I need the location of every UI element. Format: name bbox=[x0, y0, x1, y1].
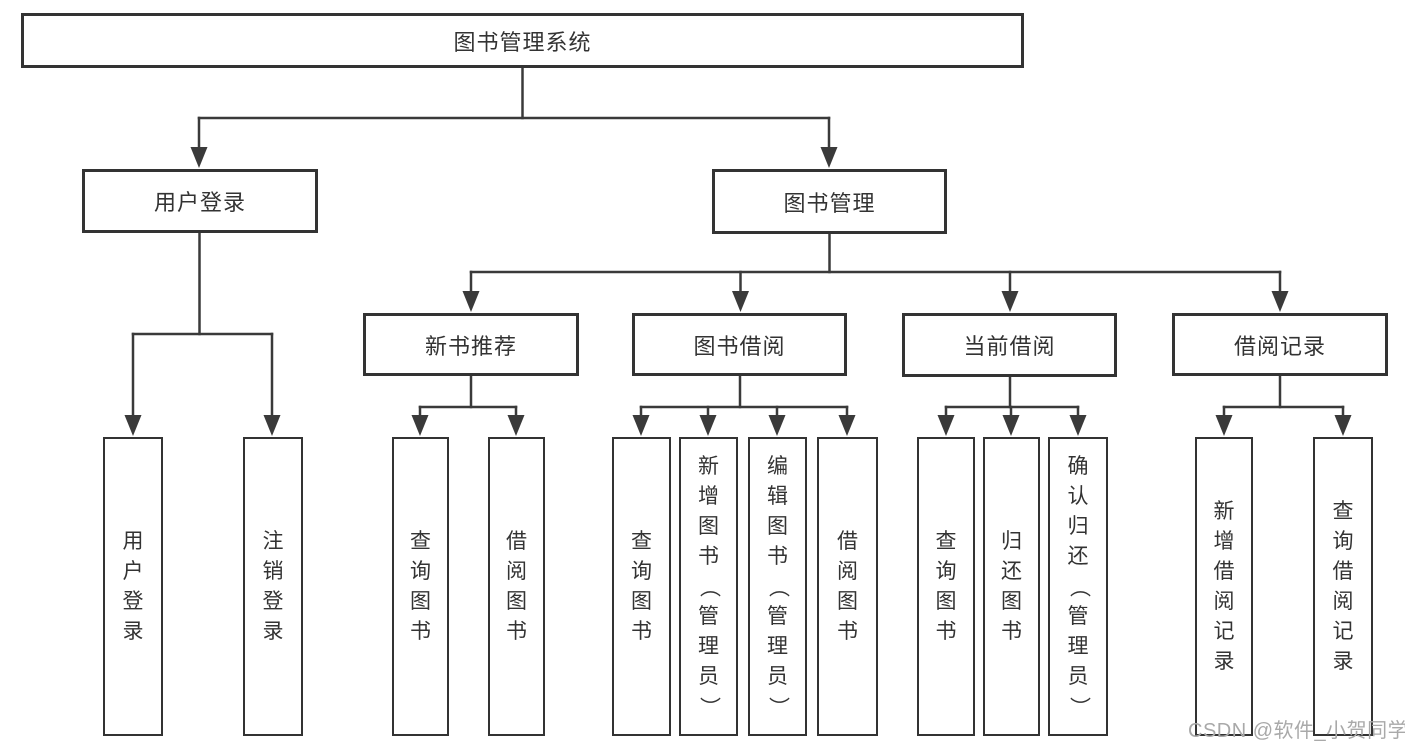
leaf-query-books: 查询图书 bbox=[612, 437, 671, 736]
leaf-label: 查询借阅记录 bbox=[1332, 499, 1354, 673]
leaf-label: 归还图书 bbox=[1001, 529, 1022, 643]
leaf-query-books: 查询图书 bbox=[917, 437, 975, 736]
leaf-query-borrowing-record: 查询借阅记录 bbox=[1313, 437, 1373, 736]
leaf-label: 查询图书 bbox=[631, 529, 652, 643]
leaf-logout: 注销登录 bbox=[243, 437, 303, 736]
leaf-add-borrowing-record: 新增借阅记录 bbox=[1195, 437, 1253, 736]
node-new-book-recommendation: 新书推荐 bbox=[363, 313, 579, 376]
leaf-add-books-admin: 新增图书（管理员） bbox=[679, 437, 738, 736]
leaf-label: 新增图书（管理员） bbox=[697, 454, 721, 718]
leaf-label: 查询图书 bbox=[410, 529, 431, 643]
node-borrowing-records: 借阅记录 bbox=[1172, 313, 1388, 376]
leaf-label: 查询图书 bbox=[935, 529, 957, 643]
leaf-return-books: 归还图书 bbox=[983, 437, 1040, 736]
node-current-borrowing: 当前借阅 bbox=[902, 313, 1117, 377]
node-user-login: 用户登录 bbox=[82, 169, 318, 233]
node-book-management: 图书管理 bbox=[712, 169, 947, 234]
leaf-borrow-books: 借阅图书 bbox=[488, 437, 545, 736]
csdn-watermark: CSDN @软件_小贺同学 bbox=[1188, 720, 1405, 742]
leaf-borrow-books: 借阅图书 bbox=[817, 437, 878, 736]
leaf-label: 借阅图书 bbox=[506, 529, 527, 643]
leaf-query-books: 查询图书 bbox=[392, 437, 449, 736]
leaf-label: 确认归还（管理员） bbox=[1067, 454, 1090, 718]
leaf-label: 借阅图书 bbox=[837, 529, 858, 643]
leaf-label: 新增借阅记录 bbox=[1213, 499, 1235, 673]
leaf-confirm-return-admin: 确认归还（管理员） bbox=[1048, 437, 1108, 736]
node-library-management-system: 图书管理系统 bbox=[21, 13, 1024, 68]
node-book-borrowing: 图书借阅 bbox=[632, 313, 847, 376]
leaf-edit-books-admin: 编辑图书（管理员） bbox=[748, 437, 807, 736]
leaf-label: 用户登录 bbox=[122, 529, 144, 643]
leaf-label: 编辑图书（管理员） bbox=[766, 454, 790, 718]
leaf-label: 注销登录 bbox=[262, 529, 284, 643]
leaf-user-login: 用户登录 bbox=[103, 437, 163, 736]
